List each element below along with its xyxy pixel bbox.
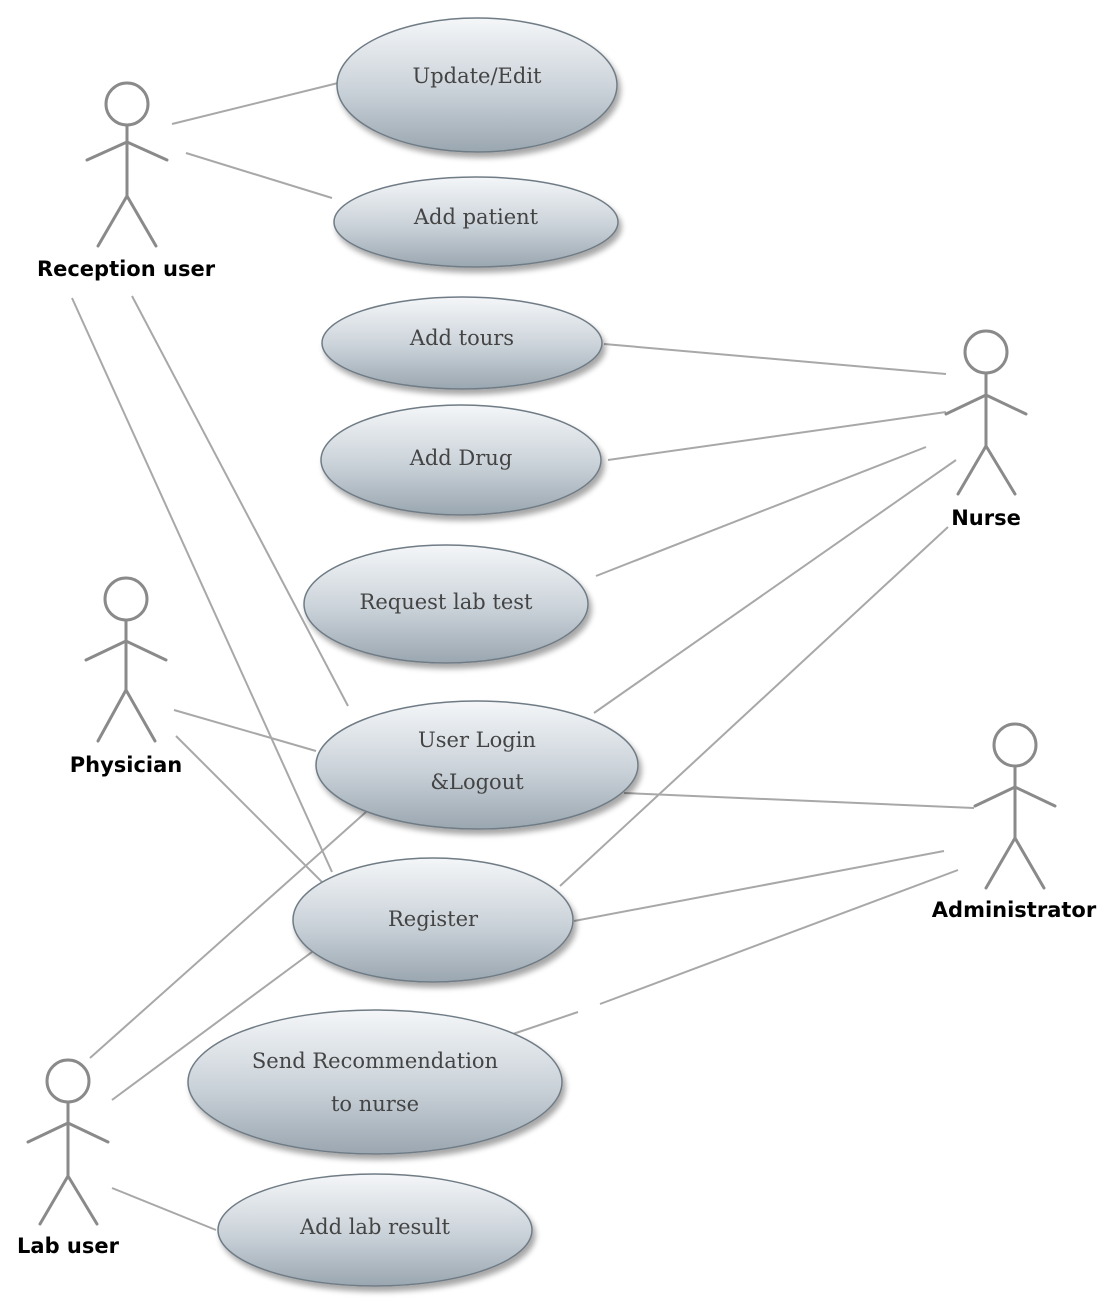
actor-label: Reception user [37,257,216,281]
assoc-reception-update-edit [171,82,339,125]
use-case-register[interactable]: Register [292,857,574,983]
assoc-nurse-request-lab-test [595,446,927,577]
assoc-admin-send-recommendation-a [599,869,959,1005]
assoc-physician-user-login [173,709,317,752]
use-case-label: Update/Edit [413,64,543,88]
actor-lab-user[interactable]: Lab user [17,1058,120,1258]
actor-label: Physician [70,753,183,777]
actor-label: Nurse [951,506,1021,530]
use-case-add-tours[interactable]: Add tours [321,296,603,390]
assoc-nurse-add-tours [603,343,947,375]
use-case-request-lab-test[interactable]: Request lab test [303,544,589,664]
use-case-send-recommendation[interactable]: Send Recommendation to nurse [187,1009,563,1155]
use-case-label-line2: to nurse [331,1092,419,1116]
use-case-label-line1: Send Recommendation [252,1049,498,1073]
assoc-reception-register [71,297,333,873]
use-case-user-login-logout[interactable]: User Login &Logout [315,700,639,830]
assoc-nurse-register [559,526,949,887]
use-case-label: Request lab test [360,590,534,614]
assoc-admin-send-recommendation-b [509,1011,579,1036]
actor-nurse[interactable]: Nurse [944,329,1028,530]
actor-physician[interactable]: Physician [70,576,183,777]
stick-figure-icon [84,576,168,743]
use-case-add-lab-result[interactable]: Add lab result [217,1173,533,1287]
assoc-nurse-user-login [593,459,957,714]
actor-label: Lab user [17,1234,120,1258]
assoc-nurse-add-drug [607,411,947,461]
assoc-lab-add-lab-result [111,1187,217,1231]
stick-figure-icon [85,81,169,248]
use-case-label: Add lab result [299,1215,451,1239]
use-case-add-patient[interactable]: Add patient [333,176,619,268]
use-case-label: Add Drug [409,446,513,470]
assoc-physician-register [175,735,335,895]
stick-figure-icon [26,1058,110,1226]
assoc-reception-add-patient [185,152,333,199]
use-case-add-drug[interactable]: Add Drug [320,404,602,516]
actor-reception-user[interactable]: Reception user [37,81,216,281]
stick-figure-icon [944,329,1028,496]
use-case-label-line2: &Logout [430,770,524,794]
assoc-reception-user-login [131,295,349,707]
use-case-label-line1: User Login [418,728,536,752]
use-case-label: Add tours [409,326,514,350]
assoc-admin-user-login [623,792,975,809]
use-case-label: Add patient [413,205,539,229]
use-case-label: Register [388,907,479,931]
associations [71,82,975,1231]
use-case-update-edit[interactable]: Update/Edit [336,17,618,153]
assoc-lab-register [111,951,313,1101]
actor-label: Administrator [932,898,1097,922]
actor-administrator[interactable]: Administrator [932,722,1097,922]
stick-figure-icon [973,722,1057,890]
assoc-admin-register [573,850,945,922]
assoc-lab-user-login [89,811,367,1059]
